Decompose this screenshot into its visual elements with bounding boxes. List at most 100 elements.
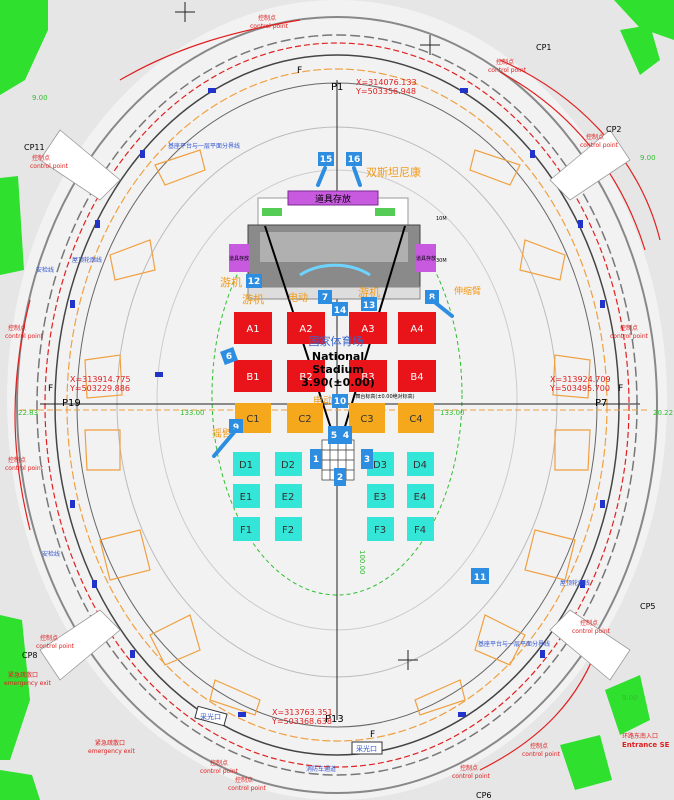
svg-text:emergency exit: emergency exit (4, 680, 51, 687)
props-right-box (416, 244, 436, 272)
camera-15: 15 (318, 152, 334, 166)
telescopic-label: 伸缩臂 (454, 285, 481, 297)
point-p13: P13 (325, 714, 344, 725)
svg-text:11: 11 (474, 573, 487, 583)
svg-text:控制点: 控制点 (235, 776, 253, 784)
coord-bottom-x: X=313763.351 (272, 708, 333, 717)
camera-3: 3 (361, 449, 373, 469)
svg-text:消防车通道: 消防车通道 (306, 765, 336, 773)
point-cp11: CP11 (24, 143, 45, 152)
red-ring (44, 42, 630, 768)
svg-text:采光口: 采光口 (356, 744, 377, 753)
block-c3: C3 (360, 414, 373, 425)
dim-9-top: 9.00 (32, 94, 48, 102)
coord-right-y: Y=503495.700 (549, 384, 610, 393)
track-ring (211, 194, 463, 596)
block-c1: C1 (246, 414, 259, 425)
camera-1: 1 (310, 449, 322, 469)
point-cp5: CP5 (640, 602, 656, 611)
svg-text:control point: control point (5, 333, 44, 340)
cameras: 1 2 3 4 5 6 7 8 9 10 11 12 13 14 15 16 (220, 152, 489, 584)
svg-text:1: 1 (313, 455, 319, 465)
svg-text:7: 7 (322, 293, 328, 303)
svg-text:控制点: 控制点 (210, 759, 228, 767)
block-d4: D4 (413, 460, 427, 471)
svg-text:control point: control point (610, 333, 649, 340)
point-p7: P7 (595, 398, 607, 409)
electric2-label: 电动 (313, 394, 333, 407)
svg-text:control point: control point (522, 751, 561, 758)
row-e: E1 E2 E3 E4 (233, 484, 434, 508)
camera-11: 11 (471, 568, 489, 584)
tourer3-label: 游机 (358, 285, 380, 299)
svg-text:control point: control point (5, 465, 44, 472)
point-cp2: CP2 (606, 125, 622, 134)
camera-10: 10 (332, 394, 348, 408)
svg-text:屋顶轮廓线: 屋顶轮廓线 (72, 256, 102, 264)
svg-text:紧急疏散口: 紧急疏散口 (95, 739, 125, 747)
svg-text:14: 14 (334, 306, 347, 316)
svg-text:control point: control point (488, 67, 527, 74)
stadium-level: 3.90(±0.00) (301, 376, 375, 389)
radial-wedges (39, 129, 631, 681)
scale-20: 20.22 (653, 409, 673, 417)
camera-7: 7 (318, 290, 332, 304)
block-a1: A1 (246, 324, 259, 335)
block-a4: A4 (410, 324, 423, 335)
svg-text:control point: control point (250, 23, 289, 30)
tourer-label: 游机 (220, 275, 242, 289)
block-c2: C2 (298, 414, 311, 425)
block-a3: A3 (361, 324, 374, 335)
svg-text:采光口: 采光口 (200, 712, 221, 721)
svg-text:control point: control point (36, 643, 75, 650)
control-points: 控制点 control point 控制点 control point 控制点 … (5, 14, 649, 792)
camera-16: 16 (346, 152, 362, 166)
stand-segments (84, 149, 591, 716)
point-p19: P19 (62, 398, 81, 409)
camera-cranes (212, 166, 454, 458)
camera-12: 12 (246, 274, 262, 288)
svg-text:8: 8 (429, 293, 435, 303)
block-c4: C4 (409, 414, 422, 425)
scale-133-left: 133.00 (180, 409, 205, 417)
svg-text:控制点: 控制点 (40, 634, 58, 642)
stadium-cn: 国家体育场 (309, 334, 364, 348)
ring-markers (70, 88, 605, 717)
svg-text:安检线: 安检线 (36, 266, 54, 274)
stage-note: 舞台标高(±0.00绝对标高) (355, 393, 414, 400)
svg-text:emergency exit: emergency exit (88, 748, 135, 755)
svg-text:控制点: 控制点 (620, 324, 638, 332)
center-grid (321, 439, 355, 481)
props-store-box (287, 190, 379, 206)
block-f1: F1 (240, 525, 252, 536)
scale-133-right: 133.00 (440, 409, 465, 417)
f-left: F (48, 384, 53, 394)
coordinates: X=314076.133 Y=503356.948 X=313914.775 Y… (69, 78, 611, 726)
road-east-label: 环路东南入口 (622, 732, 658, 740)
tourer2-label: 游机 (242, 292, 264, 306)
electric-label: 电动 (288, 291, 308, 304)
svg-text:4: 4 (343, 431, 349, 441)
coord-bottom-y: Y=503368.638 (271, 717, 332, 726)
svg-text:控制点: 控制点 (460, 764, 478, 772)
svg-text:3: 3 (364, 455, 370, 465)
svg-text:控制点: 控制点 (530, 742, 548, 750)
svg-text:控制点: 控制点 (8, 456, 26, 464)
svg-text:control point: control point (228, 785, 267, 792)
svg-text:基座平台与一层平面分界线: 基座平台与一层平面分界线 (478, 640, 550, 648)
svg-text:屋顶轮廓线: 屋顶轮廓线 (560, 579, 590, 587)
stage-area (247, 197, 421, 300)
row-c: C1 C2 C3 C4 (235, 403, 434, 433)
props-store-label: 道具存放 (315, 193, 351, 205)
block-d2: D2 (281, 460, 295, 471)
camera-6: 6 (220, 347, 238, 365)
f-right: F (618, 384, 623, 394)
svg-text:16: 16 (348, 155, 361, 165)
stadium-en1: National (312, 350, 364, 363)
row-f: F1 F2 F3 F4 (233, 517, 434, 541)
svg-text:紧急疏散口: 紧急疏散口 (8, 671, 38, 679)
coord-top-y: Y=503356.948 (355, 87, 416, 96)
svg-text:控制点: 控制点 (8, 324, 26, 332)
